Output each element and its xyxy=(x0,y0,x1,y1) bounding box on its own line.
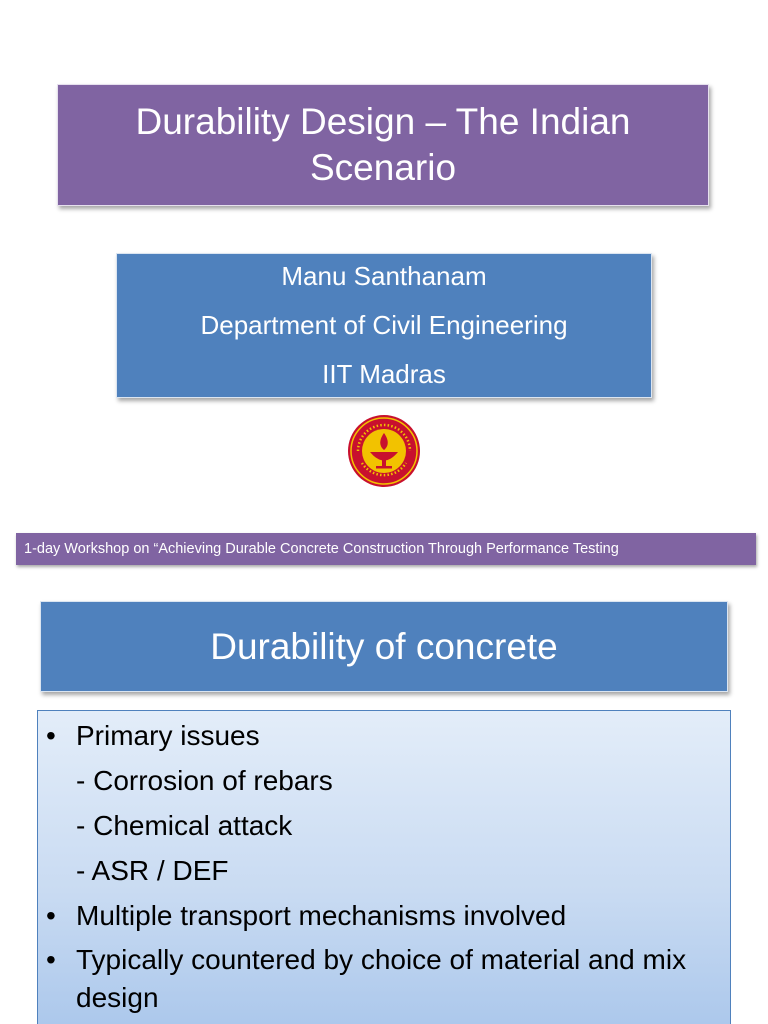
list-item: • Primary issues xyxy=(46,713,730,758)
title-box: Durability Design – The Indian Scenario xyxy=(57,84,709,206)
workshop-banner: 1-day Workshop on “Achieving Durable Con… xyxy=(16,533,756,565)
list-item: • Multiple transport mechanisms involved xyxy=(46,893,730,938)
bullet-list: • Primary issues - Corrosion of rebars -… xyxy=(37,710,731,1024)
bullet-icon: • xyxy=(46,900,56,931)
list-item-text: Multiple transport mechanisms involved xyxy=(76,900,567,931)
author-department: Department of Civil Engineering xyxy=(200,310,568,340)
section-heading: Durability of concrete xyxy=(210,625,558,667)
list-item: • Typically countered by choice of mater… xyxy=(46,938,730,1017)
author-institute: IIT Madras xyxy=(322,359,446,389)
sub-list-item: - Corrosion of rebars xyxy=(76,765,333,796)
iit-madras-seal-icon xyxy=(348,415,420,487)
list-item-text: Primary issues xyxy=(76,720,260,751)
author-name: Manu Santhanam xyxy=(281,261,487,291)
sub-list-item: - Chemical attack xyxy=(76,810,293,841)
author-box: Manu Santhanam Department of Civil Engin… xyxy=(116,253,652,398)
section-heading-box: Durability of concrete xyxy=(40,601,728,692)
slide-title: Durability Design – The Indian Scenario xyxy=(135,101,631,188)
bullet-icon: • xyxy=(46,944,56,975)
list-item-text: Typically countered by choice of materia… xyxy=(76,944,687,1013)
sub-list-item: - ASR / DEF xyxy=(76,855,229,886)
bullet-icon: • xyxy=(46,720,56,751)
